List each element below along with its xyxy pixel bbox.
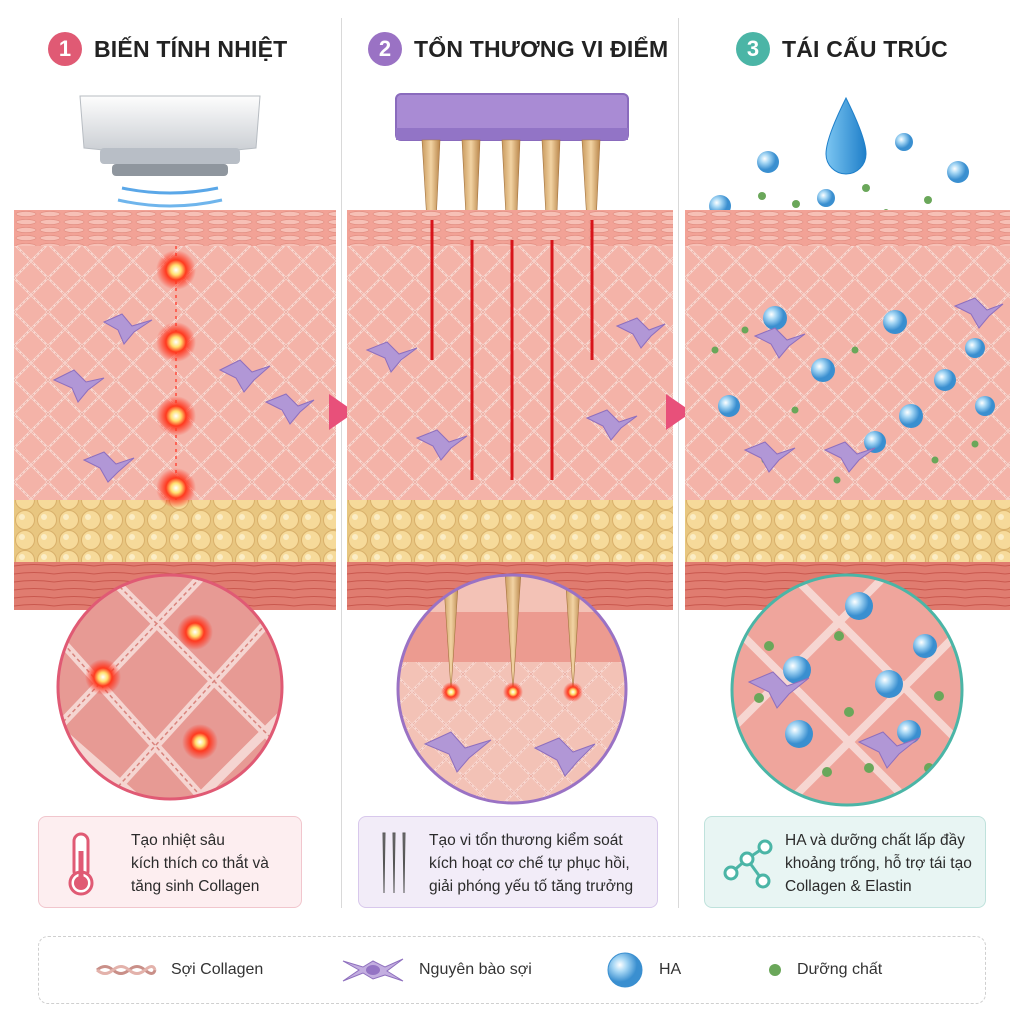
nutrient-dot-icon — [769, 964, 781, 976]
zoom-circle-1 — [56, 573, 284, 801]
fibroblast-icon — [342, 958, 404, 982]
caption-line: kích hoạt cơ chế tự phục hồi, — [429, 855, 630, 872]
molecule-icon — [723, 839, 773, 889]
legend-label: Dưỡng chất — [797, 961, 883, 978]
legend-item-nutrient: Dưỡng chất — [767, 937, 882, 1003]
thermometer-icon — [68, 832, 94, 896]
caption-line: kích thích co thắt và — [131, 855, 269, 872]
rf-handpiece-icon — [79, 95, 261, 233]
caption-line: tăng sinh Collagen — [131, 878, 260, 895]
step-1-header: 1 BIẾN TÍNH NHIỆT — [48, 24, 287, 74]
step-2-number: 2 — [368, 32, 402, 66]
legend-item-ha: HA — [605, 937, 681, 1003]
step-2-title: TỔN THƯƠNG VI ĐIỂM — [414, 35, 669, 62]
step-1-number: 1 — [48, 32, 82, 66]
legend-item-fibroblast: Nguyên bào sợi — [341, 937, 532, 1003]
caption-line: Tạo nhiệt sâu — [131, 832, 225, 849]
zoom-circle-2 — [396, 573, 628, 805]
legend-label: HA — [659, 961, 682, 978]
ha-bubble-icon — [607, 952, 643, 988]
step-2-header: 2 TỔN THƯƠNG VI ĐIỂM — [368, 24, 668, 74]
step-2-caption: Tạo vi tổn thương kiểm soát kích hoạt cơ… — [358, 816, 658, 908]
zoom-circle-3 — [730, 573, 964, 807]
caption-line: HA và dưỡng chất lấp đầy — [785, 832, 965, 849]
step-1-caption: Tạo nhiệt sâu kích thích co thắt và tăng… — [38, 816, 302, 908]
skin-cross-section-2 — [347, 210, 673, 610]
column-divider — [678, 18, 679, 908]
step-3-header: 3 TÁI CẤU TRÚC — [736, 24, 948, 74]
skin-cross-section-3 — [685, 210, 1010, 610]
caption-line: giải phóng yếu tố tăng trưởng — [429, 878, 634, 895]
step-1-title: BIẾN TÍNH NHIỆT — [94, 35, 288, 62]
microneedle-icon — [382, 832, 406, 894]
caption-line: Collagen & Elastin — [785, 878, 912, 895]
collagen-fiber-icon — [96, 965, 157, 975]
step-3-caption: HA và dưỡng chất lấp đầy khoảng trống, h… — [704, 816, 986, 908]
legend-item-collagen: Sợi Collagen — [95, 937, 263, 1003]
microneedle-device-icon — [395, 93, 629, 332]
column-divider — [341, 18, 342, 908]
legend: Sợi Collagen Nguyên bào sợi HA Dưỡng chấ… — [38, 936, 986, 1004]
legend-label: Sợi Collagen — [171, 961, 264, 978]
caption-line: Tạo vi tổn thương kiểm soát — [429, 832, 623, 849]
legend-label: Nguyên bào sợi — [419, 961, 532, 978]
step-3-number: 3 — [736, 32, 770, 66]
skin-cross-section-1 — [14, 210, 336, 610]
step-3-title: TÁI CẤU TRÚC — [782, 35, 948, 62]
caption-line: khoảng trống, hỗ trợ tái tạo — [785, 855, 972, 872]
